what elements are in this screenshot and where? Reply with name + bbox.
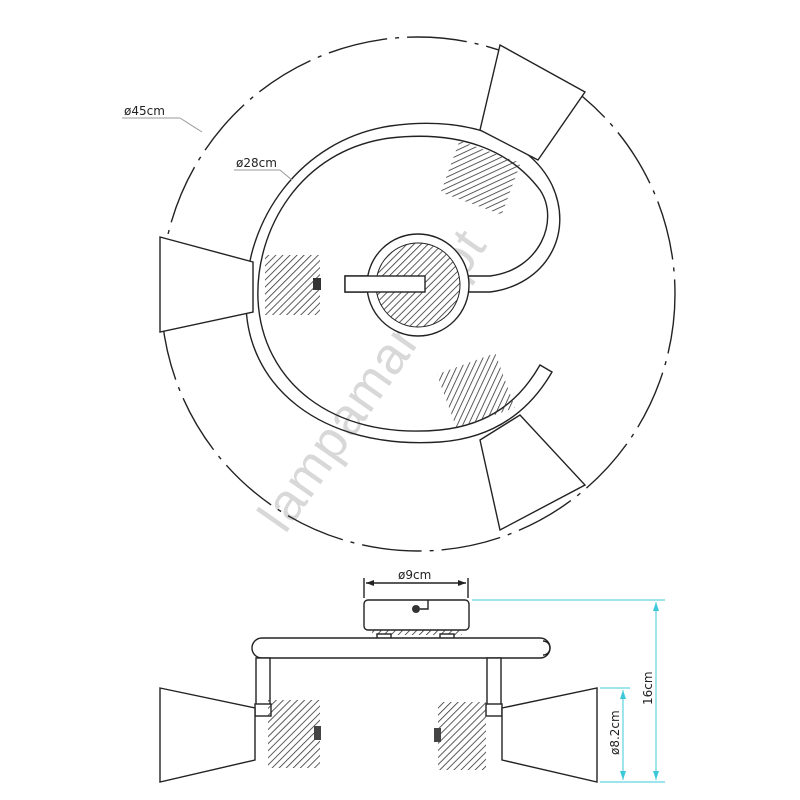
spotlight-left	[159, 236, 321, 333]
spotlight-right-side	[434, 657, 598, 783]
spiral-arm	[245, 122, 561, 444]
spotlight-top-right	[440, 43, 587, 215]
spotlight-left-side	[159, 657, 321, 783]
arm-diameter-label: ø28cm	[236, 156, 277, 170]
side-view: ø9cm	[159, 568, 665, 783]
canopy-side	[363, 599, 470, 631]
spotlight-bottom-right	[436, 353, 587, 532]
shade-diameter-label: ø8.2cm	[608, 710, 622, 755]
top-view: ø45cm ø28cm	[122, 36, 676, 552]
base-diameter-label: ø9cm	[398, 568, 431, 582]
outer-diameter-label: ø45cm	[124, 104, 165, 118]
arm-bar	[251, 637, 551, 659]
height-label: 16cm	[641, 671, 655, 705]
